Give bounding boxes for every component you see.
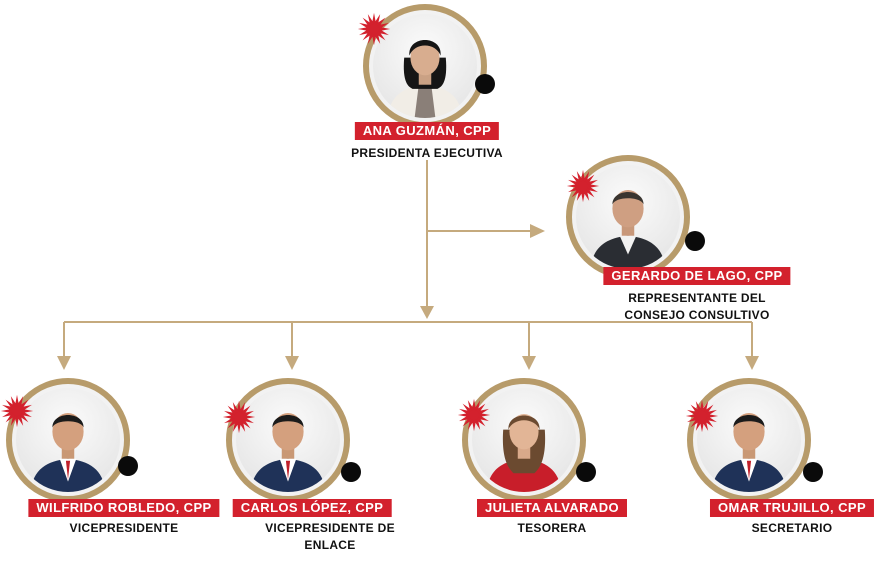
member-president: ANA GUZMÁN, CPP PRESIDENTA EJECUTIVA <box>327 4 527 194</box>
vp-liaison-photo <box>236 388 340 492</box>
member-vp-liaison: CARLOS LÓPEZ, CPP VICEPRESIDENTE DE ENLA… <box>200 378 400 568</box>
portrait-ring <box>462 378 586 502</box>
red-burst-icon <box>685 399 719 433</box>
portrait-ring <box>6 378 130 502</box>
vp-liaison-name: CARLOS LÓPEZ, CPP <box>232 499 392 517</box>
portrait-ring <box>226 378 350 502</box>
red-burst-icon <box>0 394 34 428</box>
arrow-head-vp-liaison <box>285 356 299 370</box>
red-burst-icon <box>566 169 600 203</box>
secretary-name: OMAR TRUJILLO, CPP <box>709 499 875 517</box>
member-council-rep: GERARDO DE LAGO, CPP REPRESENTANTE DEL C… <box>566 155 797 345</box>
secretary-role: SECRETARIO <box>751 521 833 535</box>
treasurer-role: TESORERA <box>517 521 587 535</box>
black-dot-icon <box>475 74 495 94</box>
treasurer-name: JULIETA ALVARADO <box>477 499 627 517</box>
member-vp: WILFRIDO ROBLEDO, CPP VICEPRESIDENTE <box>0 378 220 568</box>
portrait-ring <box>687 378 811 502</box>
org-connectors <box>57 160 759 370</box>
vp-name: WILFRIDO ROBLEDO, CPP <box>28 499 220 517</box>
arrow-head-secretary <box>745 356 759 370</box>
vp-role: VICEPRESIDENTE <box>69 521 179 535</box>
arrow-head-vp <box>57 356 71 370</box>
black-dot-icon <box>803 462 823 482</box>
president-photo <box>373 14 477 118</box>
arrow-head-treasurer <box>522 356 536 370</box>
council-rep-role: REPRESENTANTE DEL CONSEJO CONSULTIVO <box>624 291 770 322</box>
red-burst-icon <box>457 398 491 432</box>
red-burst-icon <box>222 400 256 434</box>
president-name: ANA GUZMÁN, CPP <box>354 122 500 140</box>
vp-photo <box>16 388 120 492</box>
secretary-photo <box>697 388 801 492</box>
red-burst-icon <box>357 12 391 46</box>
arrow-head-council <box>530 224 545 238</box>
president-role: PRESIDENTA EJECUTIVA <box>351 146 503 160</box>
vp-liaison-role: VICEPRESIDENTE DE ENLACE <box>265 521 395 552</box>
council-rep-name: GERARDO DE LAGO, CPP <box>603 267 791 285</box>
member-secretary: OMAR TRUJILLO, CPP SECRETARIO <box>661 378 875 568</box>
arrow-head-main <box>420 306 434 319</box>
member-treasurer: JULIETA ALVARADO TESORERA <box>436 378 636 568</box>
black-dot-icon <box>341 462 361 482</box>
black-dot-icon <box>118 456 138 476</box>
black-dot-icon <box>576 462 596 482</box>
black-dot-icon <box>685 231 705 251</box>
treasurer-photo <box>472 388 576 492</box>
